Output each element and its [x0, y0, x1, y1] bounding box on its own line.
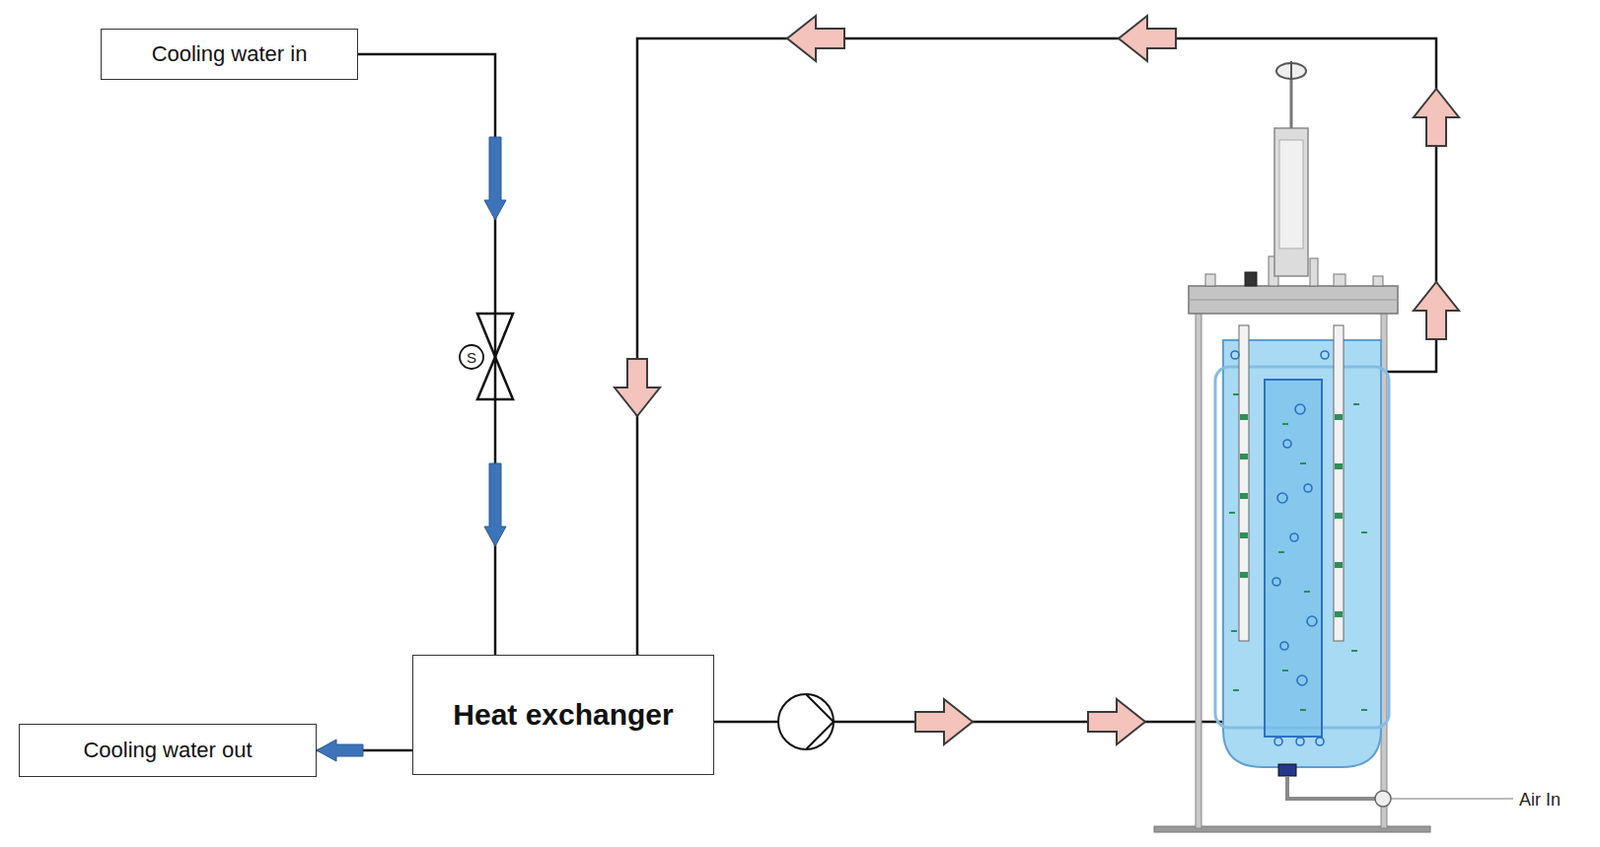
flow-arrow [787, 15, 845, 62]
flow-arrow [1413, 88, 1459, 146]
valve-symbol [459, 313, 513, 400]
arrowhead [316, 739, 364, 762]
arrowhead [484, 463, 507, 547]
flow-arrow [1413, 282, 1459, 340]
flow-arrow [915, 699, 973, 745]
source-box: Cooling water in [100, 28, 359, 80]
flow-arrow [614, 359, 660, 417]
bioreactor [1154, 61, 1514, 833]
pipe-connector [358, 54, 496, 655]
flow-arrow [484, 137, 507, 220]
node-text: Heat exchanger [452, 698, 673, 732]
node-text: Cooling water out [82, 737, 252, 764]
flow-arrow [1088, 699, 1146, 745]
node-text: Cooling water in [151, 41, 308, 68]
flow-arrow [1118, 15, 1176, 62]
inlet-label: Air In [1519, 791, 1561, 809]
sink-box: Cooling water out [18, 724, 317, 778]
process-box: Heat exchanger [412, 654, 715, 776]
pump-symbol [778, 694, 834, 750]
valve-letter: S [466, 350, 477, 365]
